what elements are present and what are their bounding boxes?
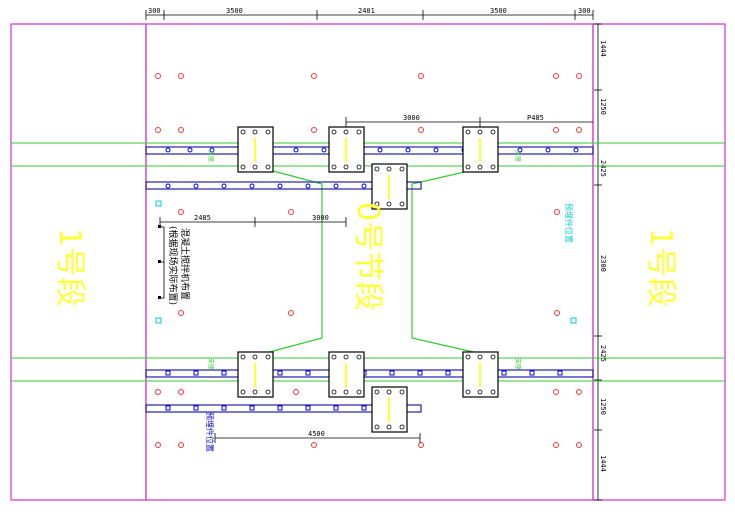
- dim-right-1: 1250: [599, 98, 607, 115]
- left-note-line-2: (根据现场实际布置): [167, 226, 179, 305]
- support-block-yellow-marks: [254, 138, 481, 422]
- upper-cross-beam: [145, 181, 422, 190]
- dim-right-4: 2425: [599, 345, 607, 362]
- dim-inner-upper-1: P485: [527, 114, 544, 122]
- left-note-line-1: 混凝土搅拌机布置: [179, 228, 191, 300]
- top-dimension-chain: [145, 10, 594, 20]
- dim-right-2: 2425: [599, 160, 607, 177]
- green-guide-lines: [11, 142, 725, 382]
- dim-inner-left-1: 3000: [312, 214, 329, 222]
- dim-right-3: 2300: [599, 255, 607, 272]
- green-tag-lower-right: 支座: [514, 358, 522, 370]
- left-bracket-dots: [158, 225, 161, 299]
- dim-top-0: 300: [148, 7, 161, 15]
- dim-top-1: 3500: [226, 7, 243, 15]
- center-segment-label: 0号节段: [350, 202, 385, 311]
- green-tag-upper-left: 支座: [207, 150, 215, 162]
- right-segment-label: 1号段: [643, 228, 678, 307]
- upper-beam: [145, 146, 594, 155]
- blue-beams: [145, 146, 594, 413]
- dim-inner-lower-0: 4500: [308, 430, 325, 438]
- cyan-markers: [155, 200, 577, 324]
- bottom-blue-note: 预埋件位置: [205, 412, 215, 452]
- dim-right-0: 1444: [599, 40, 607, 57]
- green-tag-lower-left: 支座: [207, 358, 215, 370]
- dim-top-3: 3500: [490, 7, 507, 15]
- right-dimension-chain: [594, 23, 602, 501]
- support-block: [371, 163, 408, 210]
- box-girder-web-outline: [261, 167, 483, 355]
- dim-right-5: 1250: [599, 398, 607, 415]
- segment-frames: [10, 23, 726, 501]
- right-segment-frame: [592, 23, 726, 501]
- dim-top-4: 300: [578, 7, 591, 15]
- green-tag-upper-right: 支座: [514, 150, 522, 162]
- dim-right-6: 1444: [599, 455, 607, 472]
- lower-beam: [145, 369, 594, 378]
- dim-inner-left-0: 2485: [194, 214, 211, 222]
- dim-inner-upper-0: 3000: [403, 114, 420, 122]
- dim-top-2: 2401: [358, 7, 375, 15]
- left-segment-label: 1号段: [52, 228, 87, 307]
- right-cyan-note: 预埋件位置: [564, 203, 574, 243]
- support-block-holes: [240, 129, 496, 430]
- lower-cross-beam: [145, 404, 422, 413]
- red-markers: [155, 73, 582, 448]
